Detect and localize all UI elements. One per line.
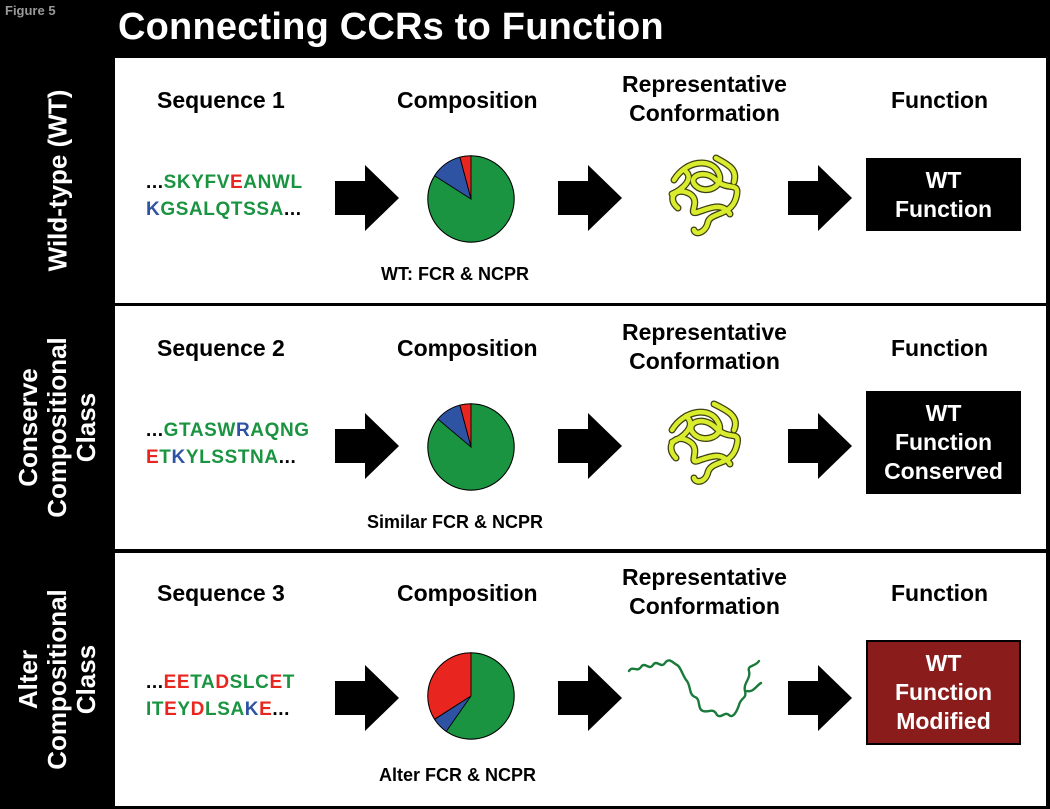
arrow-icon — [788, 165, 852, 231]
row-label-wild-type: Wild-type (WT) — [42, 89, 73, 272]
sequence-title: Sequence 2 — [157, 335, 285, 361]
sequence-segment: T — [159, 447, 172, 468]
sequence-segment: ... — [278, 447, 297, 468]
composition-pie — [427, 652, 515, 740]
composition-pie — [427, 403, 515, 491]
panel-alter: Sequence 3 Composition Representative Co… — [115, 553, 1046, 806]
disordered-conformation-image — [627, 659, 763, 718]
function-box: WT Function — [866, 158, 1021, 231]
composition-header: Composition — [397, 87, 538, 113]
arrow-icon — [335, 413, 399, 479]
sequence-segment: ANWL — [243, 172, 303, 193]
function-box: WT Function Conserved — [866, 391, 1021, 494]
sequence-segment: SKYFV — [163, 172, 230, 193]
arrow-icon — [788, 413, 852, 479]
row-label-alter: Alter Compositional Class — [13, 589, 101, 770]
sequence-line: ...GTASWRAQNG — [146, 417, 310, 444]
sequence-segment: K — [244, 699, 260, 720]
sequence-line: ITEYDLSAKE... — [146, 696, 295, 723]
arrow-icon — [558, 413, 622, 479]
row-label-conserve: Conserve Compositional Class — [13, 337, 101, 518]
sequence-segment: AQNG — [250, 420, 310, 441]
sequence-title: Sequence 3 — [157, 580, 285, 606]
sequence-segment: ... — [146, 420, 164, 441]
sequence-segment: T — [282, 672, 295, 693]
sequence-segment: YLSSTNA — [185, 447, 279, 468]
sequence-segment: SLC — [229, 672, 270, 693]
function-header: Function — [891, 580, 989, 606]
main-title: Connecting CCRs to Function — [118, 6, 664, 48]
arrow-icon — [335, 665, 399, 731]
sequence-segment: R — [235, 420, 251, 441]
arrow-icon — [788, 665, 852, 731]
figure-label: Figure 5 — [5, 3, 56, 18]
sequence-text: ...GTASWRAQNG ETKYLSSTNA... — [146, 417, 310, 471]
function-box-modified: WT Function Modified — [866, 640, 1021, 745]
composition-header: Composition — [397, 335, 538, 361]
panel-wild-type: Sequence 1 Composition Representative Co… — [115, 58, 1046, 303]
function-header: Function — [891, 335, 989, 361]
sequence-segment: ... — [146, 672, 164, 693]
sequence-segment: E — [269, 672, 283, 693]
sequence-segment: E — [146, 447, 160, 468]
arrow-icon — [558, 165, 622, 231]
sequence-segment: D — [190, 699, 205, 720]
sequence-title: Sequence 1 — [157, 87, 285, 113]
sequence-segment: ... — [146, 172, 164, 193]
folded-conformation-image — [667, 400, 741, 485]
composition-label: WT: FCR & NCPR — [381, 264, 529, 284]
folded-conformation-image — [668, 154, 741, 237]
arrow-icon — [335, 165, 399, 231]
panel-conserve: Sequence 2 Composition Representative Co… — [115, 306, 1046, 549]
sequence-segment: E — [259, 699, 273, 720]
sequence-line: KGSALQTSSA... — [146, 196, 303, 223]
arrow-icon — [558, 665, 622, 731]
sequence-segment: K — [171, 447, 186, 468]
composition-label: Similar FCR & NCPR — [367, 512, 544, 532]
sequence-segment: K — [146, 199, 161, 220]
sequence-text: ...SKYFVEANWL KGSALQTSSA... — [146, 169, 303, 223]
conformation-header: Representative Conformation — [622, 564, 787, 619]
function-header: Function — [891, 87, 989, 113]
sequence-segment: GSALQTSSA — [160, 199, 284, 220]
sequence-segment: EE — [163, 672, 191, 693]
sequence-text: ...EETADSLCET ITEYDLSAKE... — [146, 669, 295, 723]
sequence-line: ...SKYFVEANWL — [146, 169, 303, 196]
sequence-segment: ... — [272, 699, 291, 720]
sequence-segment: TA — [190, 672, 216, 693]
sequence-segment: LSA — [204, 699, 245, 720]
sequence-segment: IT — [146, 699, 165, 720]
sequence-segment: D — [215, 672, 230, 693]
sequence-segment: GTASW — [163, 420, 236, 441]
composition-header: Composition — [397, 580, 538, 606]
sequence-line: ...EETADSLCET — [146, 669, 295, 696]
sequence-segment: ... — [283, 199, 302, 220]
conformation-header: Representative Conformation — [622, 319, 787, 374]
conformation-header: Representative Conformation — [622, 71, 787, 126]
composition-label: Alter FCR & NCPR — [379, 765, 537, 785]
composition-pie — [427, 155, 515, 243]
sequence-line: ETKYLSSTNA... — [146, 444, 310, 471]
sequence-segment: E — [164, 699, 178, 720]
sequence-segment: E — [230, 172, 244, 193]
sequence-segment: Y — [177, 699, 191, 720]
